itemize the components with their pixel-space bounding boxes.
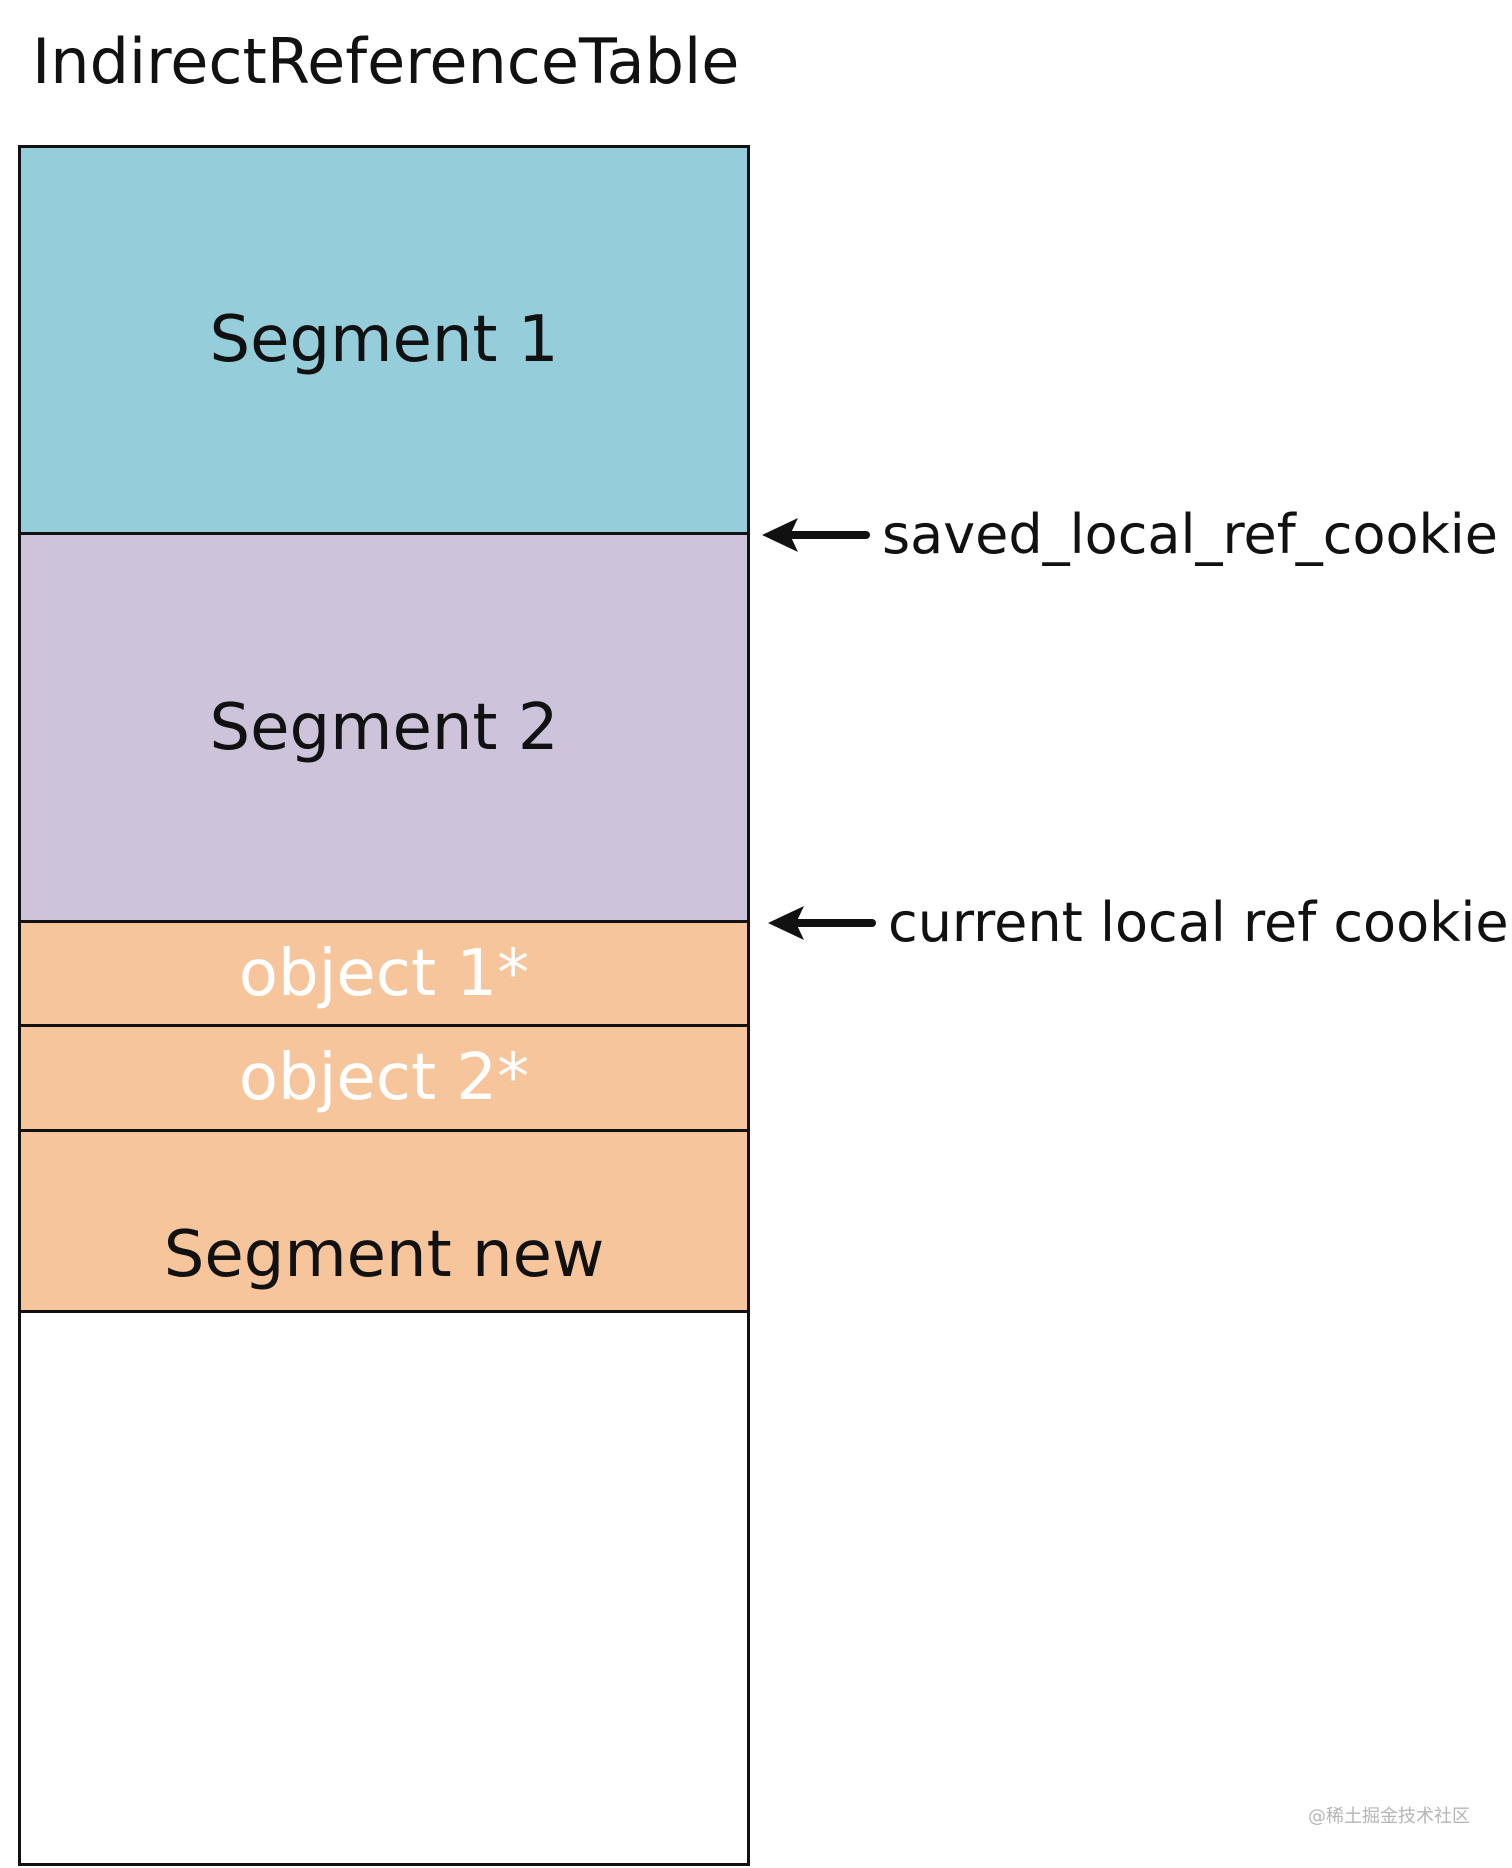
saved-cookie-pointer: saved_local_ref_cookie — [760, 500, 1498, 570]
saved-cookie-label: saved_local_ref_cookie — [882, 503, 1499, 566]
segment-new: Segment new — [21, 1132, 747, 1313]
segment-2-label: Segment 2 — [209, 690, 559, 765]
watermark: @稀土掘金技术社区 — [1308, 1806, 1470, 1827]
current-cookie-label: current local ref cookie — [888, 891, 1509, 954]
left-arrow-icon — [768, 906, 876, 940]
segment-2: Segment 2 — [21, 535, 747, 923]
diagram-title: IndirectReferenceTable — [32, 25, 740, 98]
segment-1-label: Segment 1 — [209, 303, 559, 377]
object-2-label: object 2* — [238, 1041, 530, 1115]
current-cookie-pointer: current local ref cookie — [766, 888, 1509, 958]
object-2-slot: object 2* — [21, 1027, 747, 1132]
indirect-reference-table: Segment 1 Segment 2 object 1* object 2* … — [18, 145, 750, 1866]
object-1-label: object 1* — [238, 936, 530, 1011]
segment-new-label: Segment new — [163, 1218, 605, 1292]
object-1-slot: object 1* — [21, 923, 747, 1027]
left-arrow-icon — [762, 518, 870, 552]
segment-1: Segment 1 — [21, 148, 747, 535]
